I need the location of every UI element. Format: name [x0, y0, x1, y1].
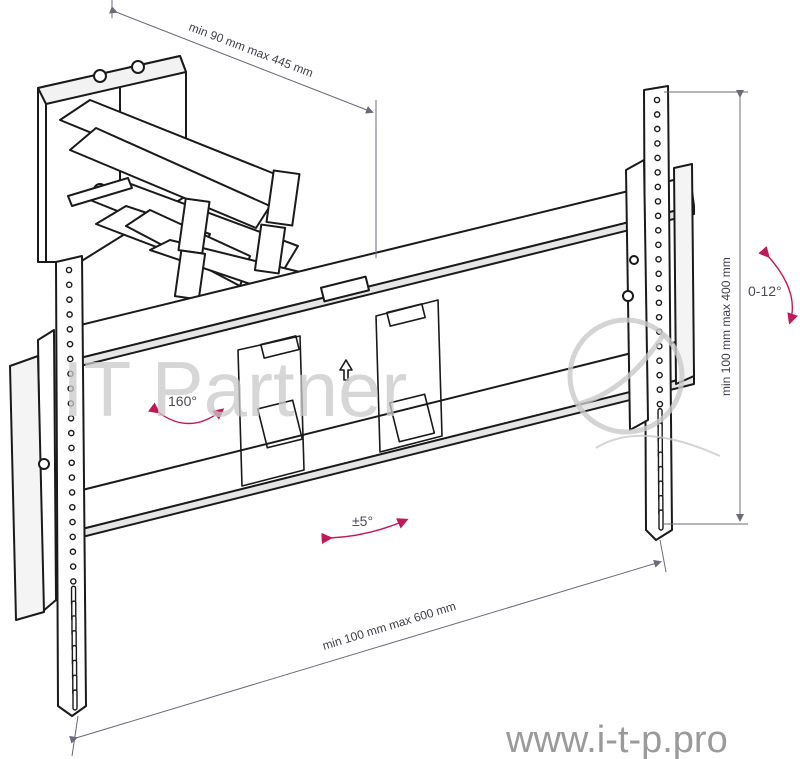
bracket-hole	[653, 125, 661, 133]
bracket-hole	[653, 96, 661, 104]
arm-joint	[173, 249, 207, 301]
bracket-hole	[655, 270, 662, 278]
angle-arrows	[147, 246, 798, 545]
tilt-angle-label: 0-12°	[748, 283, 782, 299]
watermark-url: www.i-t-p.pro	[505, 719, 728, 759]
bracket-hole	[656, 371, 663, 379]
bracket-hole	[65, 281, 73, 289]
bracket-hole	[68, 489, 76, 496]
arm-depth-dimension-line	[108, 6, 374, 114]
watermark-brand: IT Partner	[62, 345, 407, 433]
bracket-hole	[67, 370, 74, 378]
bracket-hole	[654, 227, 662, 234]
center-plates	[237, 299, 443, 487]
bracket-hole	[656, 400, 664, 408]
bracket-hole	[68, 444, 75, 452]
arm-depth-label: min 90 mm max 445 mm	[187, 20, 315, 80]
bracket-hole	[654, 183, 662, 191]
bracket-hole	[67, 414, 75, 422]
bracket-hole	[656, 386, 664, 393]
horizontal-dimension-line	[69, 559, 662, 744]
level-slider	[319, 275, 371, 303]
bracket-hole	[66, 311, 73, 318]
watermark: IT Partner www.i-t-p.pro	[62, 317, 728, 759]
bracket-hole	[69, 548, 77, 556]
dimension-lines	[69, 0, 748, 757]
bracket-hole	[69, 503, 76, 511]
bracket-slot	[658, 509, 664, 531]
vertical-dimension-label: min 100 mm max 400 mm	[719, 257, 733, 396]
bracket-hole	[68, 459, 75, 467]
bracket-hole	[68, 474, 76, 481]
level-arrow	[321, 518, 409, 545]
bracket-hole	[69, 533, 77, 541]
bracket-hole	[654, 140, 661, 147]
swivel-arrow	[147, 402, 225, 425]
bracket-hole	[654, 198, 662, 205]
swivel-angle-label: 160°	[168, 393, 197, 409]
bracket-hole	[69, 563, 77, 570]
bracket-hole	[655, 241, 662, 249]
bracket-hole	[655, 284, 663, 292]
watermark-logo-icon	[567, 317, 685, 435]
bracket-hole	[656, 357, 663, 364]
bracket-hole	[69, 518, 76, 526]
right-vertical-bracket	[622, 85, 695, 541]
bracket-hole	[654, 154, 661, 162]
bracket-hole	[65, 266, 73, 274]
bracket-hole	[70, 578, 77, 585]
bracket-hole	[67, 429, 75, 437]
bracket-hole	[655, 256, 662, 263]
level-angle-label: ±5°	[352, 513, 373, 529]
bracket-hole	[66, 355, 74, 363]
tilt-arrow	[758, 246, 798, 325]
wall-plate-bolt	[93, 69, 107, 83]
bracket-hole	[653, 111, 661, 118]
bracket-hole	[654, 212, 662, 220]
bracket-hole	[654, 169, 661, 176]
bracket-slot	[72, 689, 78, 711]
bracket-hole	[67, 400, 75, 407]
bracket-hole	[66, 340, 74, 348]
wall-plate-bolt	[131, 60, 145, 74]
arm-joint	[265, 169, 301, 227]
articulating-arms	[59, 99, 301, 301]
bracket-hole	[66, 296, 73, 303]
bracket-hole	[67, 385, 74, 392]
horizontal-dimension-label: min 100 mm max 600 mm	[321, 599, 458, 653]
bracket-hole	[655, 313, 663, 321]
bracket-hole	[66, 326, 74, 333]
bracket-hole	[655, 299, 663, 307]
arm-joint	[253, 223, 287, 275]
